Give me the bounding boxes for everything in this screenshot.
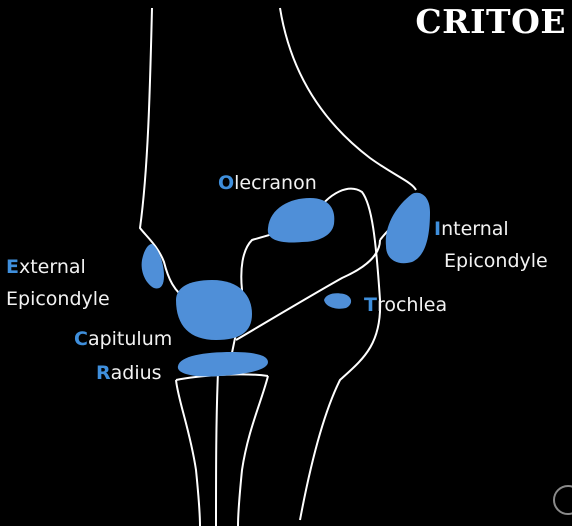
radius-inner-outline — [238, 376, 268, 526]
label-internal-epicondyle: Epicondyle — [444, 250, 548, 272]
olecranon-ossification — [268, 198, 335, 242]
label-external: External — [6, 256, 86, 278]
label-olecranon: Olecranon — [218, 172, 317, 194]
external-epicondyle-ossification — [142, 244, 164, 289]
radius-outline — [176, 380, 200, 526]
trochlea-ossification — [324, 293, 351, 308]
label-radius-initial: R — [96, 362, 111, 384]
label-olecranon-rest: lecranon — [234, 172, 317, 194]
label-radius: Radius — [96, 362, 162, 384]
label-capitulum: Capitulum — [74, 328, 172, 350]
label-trochlea-rest: rochlea — [377, 294, 447, 316]
label-trochlea: Trochlea — [364, 294, 447, 316]
label-internal: Internal — [434, 218, 509, 240]
capitulum-ossification — [176, 280, 252, 340]
radius-shaft-outline — [216, 372, 218, 526]
label-radius-rest: adius — [111, 362, 162, 384]
internal-epicondyle-ossification — [386, 193, 430, 263]
label-external-rest: xternal — [19, 256, 86, 278]
trochlea-curve — [236, 240, 380, 340]
label-trochlea-initial: T — [364, 294, 377, 316]
label-external-initial: E — [6, 256, 19, 278]
label-olecranon-initial: O — [218, 172, 234, 194]
label-capitulum-rest: apitulum — [88, 328, 172, 350]
label-internal-rest: nternal — [441, 218, 509, 240]
label-external-epicondyle: Epicondyle — [6, 288, 110, 310]
radius-ossification — [178, 352, 268, 377]
diagram-title: CRITOE — [411, 2, 570, 41]
humerus-medial-outline — [280, 8, 416, 190]
label-capitulum-initial: C — [74, 328, 88, 350]
